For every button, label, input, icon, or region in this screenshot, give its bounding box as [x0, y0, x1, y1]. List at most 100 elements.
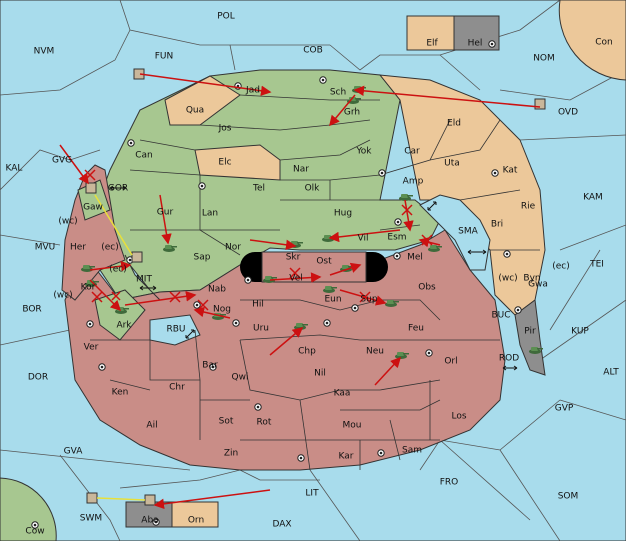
terr-hil: Hil — [252, 300, 264, 310]
terr-nar: Nar — [293, 165, 309, 175]
sea-bor: BOR — [22, 305, 41, 315]
sea-fun: FUN — [155, 52, 174, 62]
terr-ec3: (ec) — [552, 262, 570, 272]
territory-labels: Elf Hel Jad Sch Qua Grh Eld Jos Yok Car … — [53, 39, 569, 526]
terr-wc1: (wc) — [58, 217, 77, 227]
sea-lit: LIT — [305, 489, 319, 499]
terr-wc2: (wc) — [498, 274, 517, 284]
sea-rbu: RBU — [166, 325, 185, 335]
convoy-lines — [94, 194, 146, 501]
terr-eun: Eun — [324, 295, 341, 305]
terr-rot: Rot — [257, 418, 272, 428]
terr-neu: Neu — [366, 347, 384, 357]
terr-mel: Mel — [407, 253, 423, 263]
sea-tei: TEI — [589, 260, 604, 270]
land-tan-qua — [164, 75, 241, 126]
terr-zin: Zin — [224, 449, 238, 459]
terr-her: Her — [70, 243, 86, 253]
sea-gvp: GVP — [555, 404, 574, 414]
terr-gaw: Gaw — [83, 203, 103, 213]
terr-ost: Ost — [316, 257, 332, 267]
sea-passages — [109, 185, 518, 371]
sea-cow: Cow — [25, 527, 44, 537]
sea-buc: BUC — [491, 311, 510, 321]
terr-obs: Obs — [418, 283, 436, 293]
sea-fro: FRO — [440, 478, 459, 488]
inner-sea-sma — [419, 194, 491, 271]
terr-ec2: (ec) — [109, 265, 127, 275]
terr-nor: Nor — [225, 243, 241, 253]
terr-pir: Pir — [524, 327, 536, 337]
terr-ail: Ail — [146, 421, 157, 431]
terr-ken: Ken — [112, 388, 129, 398]
terr-vil: Vil — [358, 234, 369, 244]
terr-kat: Kat — [503, 166, 518, 176]
sea-dax: DAX — [272, 520, 291, 530]
terr-byn: Byn — [523, 274, 540, 284]
fleet-aba — [144, 494, 156, 506]
sea-rod: ROD — [499, 354, 519, 364]
fleet-swm — [86, 492, 98, 504]
sea-alt: ALT — [603, 368, 619, 378]
terr-hel: Hel — [468, 39, 483, 49]
terr-mou: Mou — [343, 421, 362, 431]
terr-orn: Orn — [188, 516, 204, 526]
terr-jad: Jad — [245, 86, 260, 96]
terr-los: Los — [451, 412, 466, 422]
terr-grh: Grh — [344, 108, 360, 118]
sea-swm: SWM — [80, 514, 102, 524]
fleet-ovd — [534, 98, 546, 110]
terr-nog: Nog — [213, 305, 231, 315]
sea-cob: COB — [303, 46, 323, 56]
terr-eld: Eld — [447, 119, 461, 129]
terr-hug: Hug — [334, 209, 352, 219]
terr-elc: Elc — [218, 158, 231, 168]
terr-esm: Esm — [387, 233, 406, 243]
sea-pol: POL — [217, 12, 235, 22]
terr-qua: Qua — [186, 106, 204, 116]
terr-tel: Tel — [252, 184, 265, 194]
terr-gwa: Gwa — [528, 280, 548, 290]
sea-kup: KUP — [571, 327, 589, 337]
cut-markers — [84, 169, 433, 311]
terr-uta: Uta — [444, 159, 460, 169]
terr-ver: Ver — [84, 343, 99, 353]
fleet-gor — [85, 182, 97, 194]
sea-som: SOM — [558, 492, 579, 502]
territory-borders — [90, 94, 540, 471]
sea-mvu: MVU — [35, 243, 56, 253]
land-tan-elc — [194, 144, 281, 181]
terr-aba: Aba — [141, 516, 158, 526]
terr-uru: Uru — [253, 324, 269, 334]
terr-olk: Olk — [305, 184, 321, 194]
terr-kaa: Kaa — [334, 389, 351, 399]
territory-cow — [0, 477, 57, 541]
terr-ec1: (ec) — [101, 243, 119, 253]
terr-nab: Nab — [208, 285, 226, 295]
terr-jos: Jos — [218, 124, 232, 134]
sea-con: Con — [595, 38, 613, 48]
terr-sch: Sch — [330, 88, 346, 98]
terr-rie: Rie — [521, 202, 536, 212]
sea-gvg: GVG — [52, 156, 72, 166]
terr-gur: Gur — [157, 208, 174, 218]
terr-vel: Vel — [289, 274, 303, 284]
terr-elf: Elf — [426, 39, 438, 49]
sea-mit: MIT — [136, 275, 152, 285]
terr-chp: Chp — [298, 347, 316, 357]
terr-sup: Sup — [360, 295, 377, 305]
terr-amp: Amp — [403, 177, 424, 187]
territory-orn-box — [171, 501, 219, 528]
terr-yok: Yok — [355, 147, 372, 157]
terr-bri: Bri — [491, 220, 503, 230]
terr-nil: Nil — [314, 369, 326, 379]
territory-con — [558, 0, 626, 81]
terr-qwi: Qwi — [232, 373, 249, 383]
land-ark — [94, 289, 146, 341]
terr-ark: Ark — [116, 321, 132, 331]
sea-ovd: OVD — [558, 108, 578, 118]
sea-kal: KAL — [6, 164, 23, 174]
terr-kar: Kar — [339, 452, 354, 462]
terr-sam: Sam — [402, 446, 422, 456]
